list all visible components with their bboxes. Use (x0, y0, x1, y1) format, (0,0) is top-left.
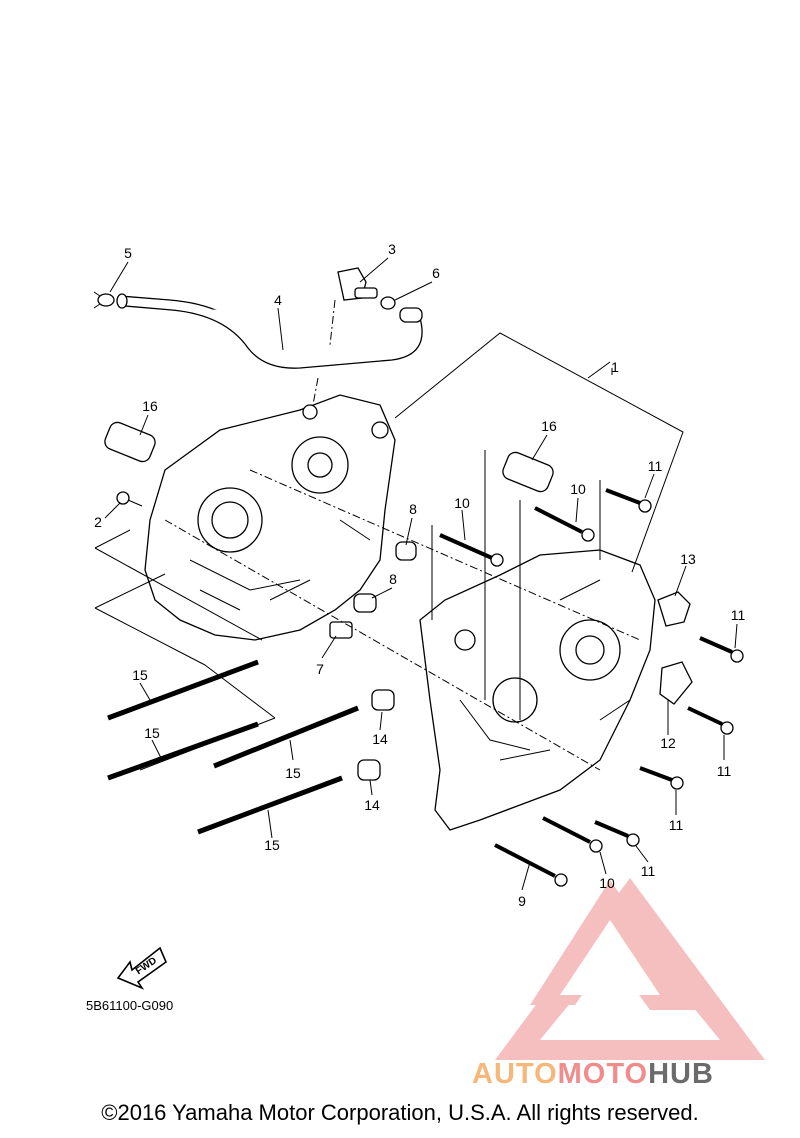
callout-2: 2 (94, 514, 102, 530)
callout-9: 9 (518, 893, 526, 909)
callout-11e: 11 (641, 863, 656, 879)
fwd-arrow-icon: FWD (116, 946, 167, 990)
breather-fitting-3 (337, 267, 378, 301)
callout-16a: 16 (142, 398, 158, 414)
clamp-13 (657, 591, 691, 627)
callout-8b: 8 (389, 571, 397, 587)
collar-14a (371, 689, 395, 711)
clamp-12 (659, 661, 693, 705)
callout-12: 12 (660, 735, 676, 751)
callout-5: 5 (124, 245, 132, 261)
collar-14b (357, 759, 381, 781)
sleeve-16a (104, 421, 156, 463)
stud-bolts-15 (107, 659, 359, 835)
callout-6: 6 (432, 265, 440, 281)
hose-clip-5 (93, 291, 115, 309)
crankcase-bolts (439, 488, 744, 887)
diagram-code: 5B61100-G090 (86, 998, 173, 1013)
callout-10c: 10 (599, 875, 615, 891)
dowel-pin-8b (353, 593, 377, 613)
callout-8a: 8 (409, 501, 417, 517)
callout-15d: 15 (264, 837, 280, 853)
plug-7 (329, 621, 353, 639)
callout-11a: 11 (648, 458, 663, 474)
breather-hose (116, 293, 423, 369)
callout-4: 4 (274, 292, 282, 308)
callout-15b: 15 (144, 725, 160, 741)
bolt-2 (116, 491, 143, 507)
sleeve-16b (502, 451, 554, 493)
callout-14b: 14 (364, 797, 380, 813)
hose-clip-6 (380, 296, 396, 310)
copyright-notice: ©2016 Yamaha Motor Corporation, U.S.A. A… (101, 1100, 699, 1125)
callout-leaders (104, 257, 738, 891)
callout-3: 3 (388, 241, 396, 257)
watermark-logo (495, 878, 765, 1060)
callout-10b: 10 (570, 481, 586, 497)
callout-1: 1 (611, 359, 619, 375)
watermark-text: AUTOMOTOHUB (472, 1058, 714, 1090)
dowel-pin-8a (395, 541, 417, 561)
left-crankcase (144, 394, 396, 641)
callout-13: 13 (680, 551, 696, 567)
callout-11c: 11 (717, 763, 732, 779)
callout-labels: 1 2 3 4 5 6 7 8 8 9 10 10 10 11 11 11 11… (94, 241, 745, 909)
callout-11d: 11 (669, 817, 684, 833)
callout-7: 7 (316, 661, 324, 677)
callout-14a: 14 (372, 731, 388, 747)
callout-15c: 15 (285, 765, 301, 781)
callout-10a: 10 (454, 495, 470, 511)
callout-11b: 11 (731, 607, 746, 623)
callout-16b: 16 (541, 418, 557, 434)
callout-15a: 15 (132, 667, 148, 683)
right-crankcase (419, 549, 656, 831)
